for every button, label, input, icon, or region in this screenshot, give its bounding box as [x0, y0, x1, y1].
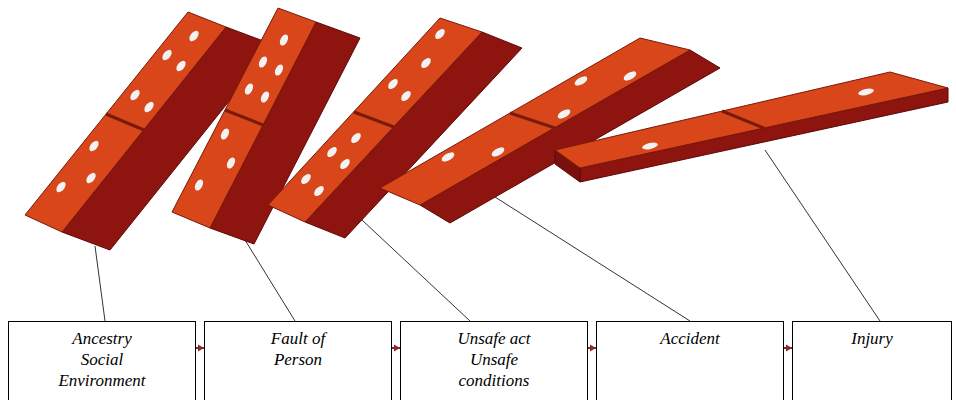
leader-line: [495, 197, 690, 321]
domino-dots: [193, 33, 290, 192]
domino-dots: [642, 87, 875, 150]
domino-face: [380, 38, 690, 205]
process-box: Injury: [792, 321, 952, 400]
box-label: Injury: [822, 328, 922, 349]
leader-line: [245, 240, 295, 321]
process-box: Accident: [596, 321, 784, 400]
domino: [555, 72, 948, 182]
flow-arrow: [784, 345, 792, 352]
arrow-head: [786, 345, 792, 352]
leader-line: [765, 150, 880, 321]
box-label: Accident: [640, 328, 740, 349]
box-label: Fault of Person: [248, 328, 348, 370]
arrow-head: [590, 345, 596, 352]
domino-dots: [55, 29, 201, 194]
flow-arrow: [588, 345, 596, 352]
arrow-head: [198, 345, 204, 352]
domino-divider: [722, 111, 764, 128]
process-box: Fault of Person: [204, 321, 392, 400]
arrow-shaft: [588, 347, 596, 349]
domino-divider: [354, 112, 394, 127]
leader-line: [95, 246, 105, 321]
arrow-shaft: [392, 347, 400, 349]
leader-line: [362, 220, 470, 321]
arrow-head: [394, 345, 400, 352]
domino-divider: [510, 113, 555, 128]
process-box: Unsafe act Unsafe conditions: [400, 321, 588, 400]
domino-face: [555, 72, 948, 168]
domino-divider: [106, 114, 144, 130]
domino-divider: [225, 110, 263, 125]
process-box: Ancestry Social Environment: [8, 321, 196, 400]
flow-arrow: [196, 345, 204, 352]
arrow-shaft: [196, 347, 204, 349]
flow-arrow: [392, 345, 400, 352]
box-label: Unsafe act Unsafe conditions: [444, 328, 544, 391]
box-label: Ancestry Social Environment: [52, 328, 152, 391]
arrow-shaft: [784, 347, 792, 349]
